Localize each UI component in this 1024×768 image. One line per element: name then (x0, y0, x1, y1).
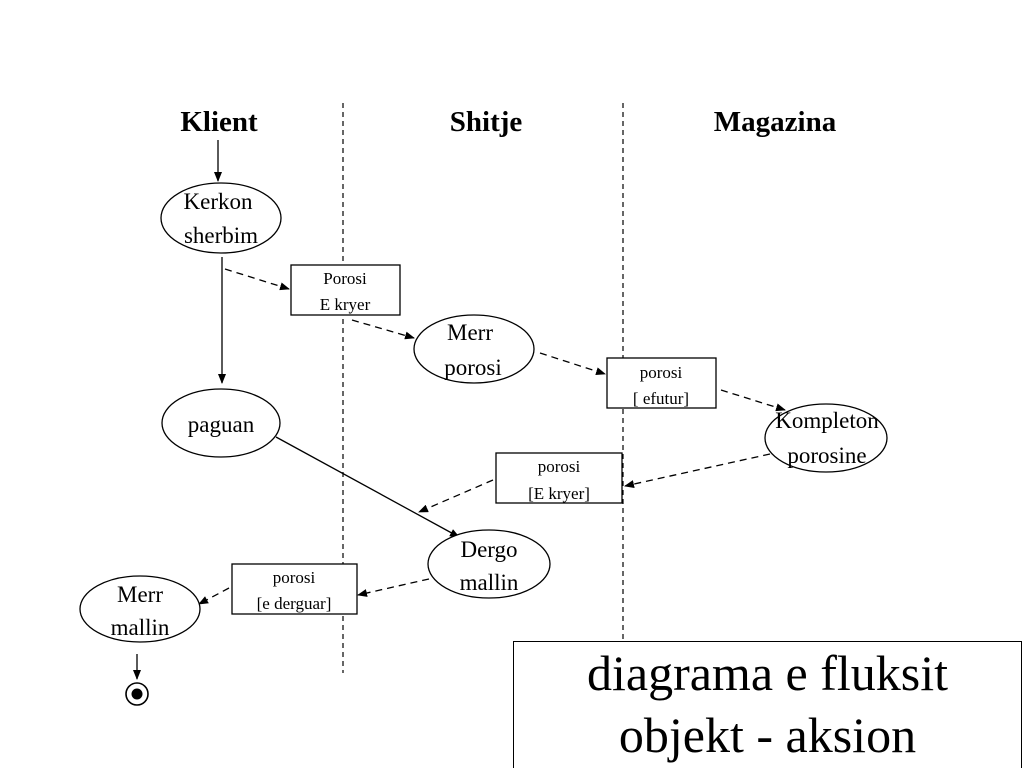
action-label: Merr (447, 320, 493, 345)
object-porosi-e-kryer-2: porosi [E kryer] (495, 452, 623, 504)
action-label: Kompleton (775, 408, 879, 433)
object-flow (357, 578, 430, 597)
action-label: Merr (117, 582, 163, 607)
object-flow (624, 453, 771, 488)
action-merr-porosi: Merr porosi (413, 314, 535, 384)
object-label: porosi (538, 457, 581, 476)
control-flow (275, 436, 460, 538)
object-label: [e derguar] (257, 594, 332, 613)
action-kompleton-porosine: Kompleton porosine (764, 403, 888, 473)
object-label: E kryer (320, 295, 371, 314)
action-label: mallin (111, 615, 170, 640)
object-porosi-e-derguar: porosi [e derguar] (231, 563, 358, 615)
lane-title-magazina: Magazina (714, 106, 837, 138)
action-label: paguan (188, 412, 255, 437)
object-porosi-e-kryer: Porosi E kryer (290, 264, 401, 316)
object-label: porosi (273, 568, 316, 587)
caption-line-1: diagrama e fluksit (587, 645, 948, 701)
end-state-icon (125, 682, 149, 706)
lane-title-shitje: Shitje (450, 106, 523, 138)
action-dergo-mallin: Dergo mallin (427, 529, 551, 599)
object-label: Porosi (323, 269, 367, 288)
caption-box: diagrama e fluksit objekt - aksion (513, 641, 1022, 768)
caption-line-2: objekt - aksion (618, 707, 917, 763)
object-flow (351, 319, 415, 340)
object-flow (539, 352, 606, 376)
action-label: porosine (787, 443, 866, 468)
object-flow (224, 268, 290, 291)
object-porosi-efutur: porosi [ efutur] (606, 357, 717, 409)
action-merr-mallin: Merr mallin (79, 575, 201, 643)
object-flow (198, 587, 230, 605)
action-label: Kerkon (184, 189, 253, 214)
object-label: [E kryer] (528, 484, 590, 503)
action-label: Dergo (460, 537, 517, 562)
action-label: sherbim (184, 223, 258, 248)
action-paguan: paguan (161, 388, 281, 458)
object-label: [ efutur] (633, 389, 689, 408)
object-flow (720, 389, 786, 412)
lane-title-klient: Klient (180, 106, 258, 138)
object-label: porosi (640, 363, 683, 382)
action-label: mallin (460, 570, 519, 595)
action-label: porosi (444, 355, 502, 380)
object-flow (418, 479, 494, 513)
action-kerkon-sherbim: Kerkon sherbim (160, 182, 282, 254)
